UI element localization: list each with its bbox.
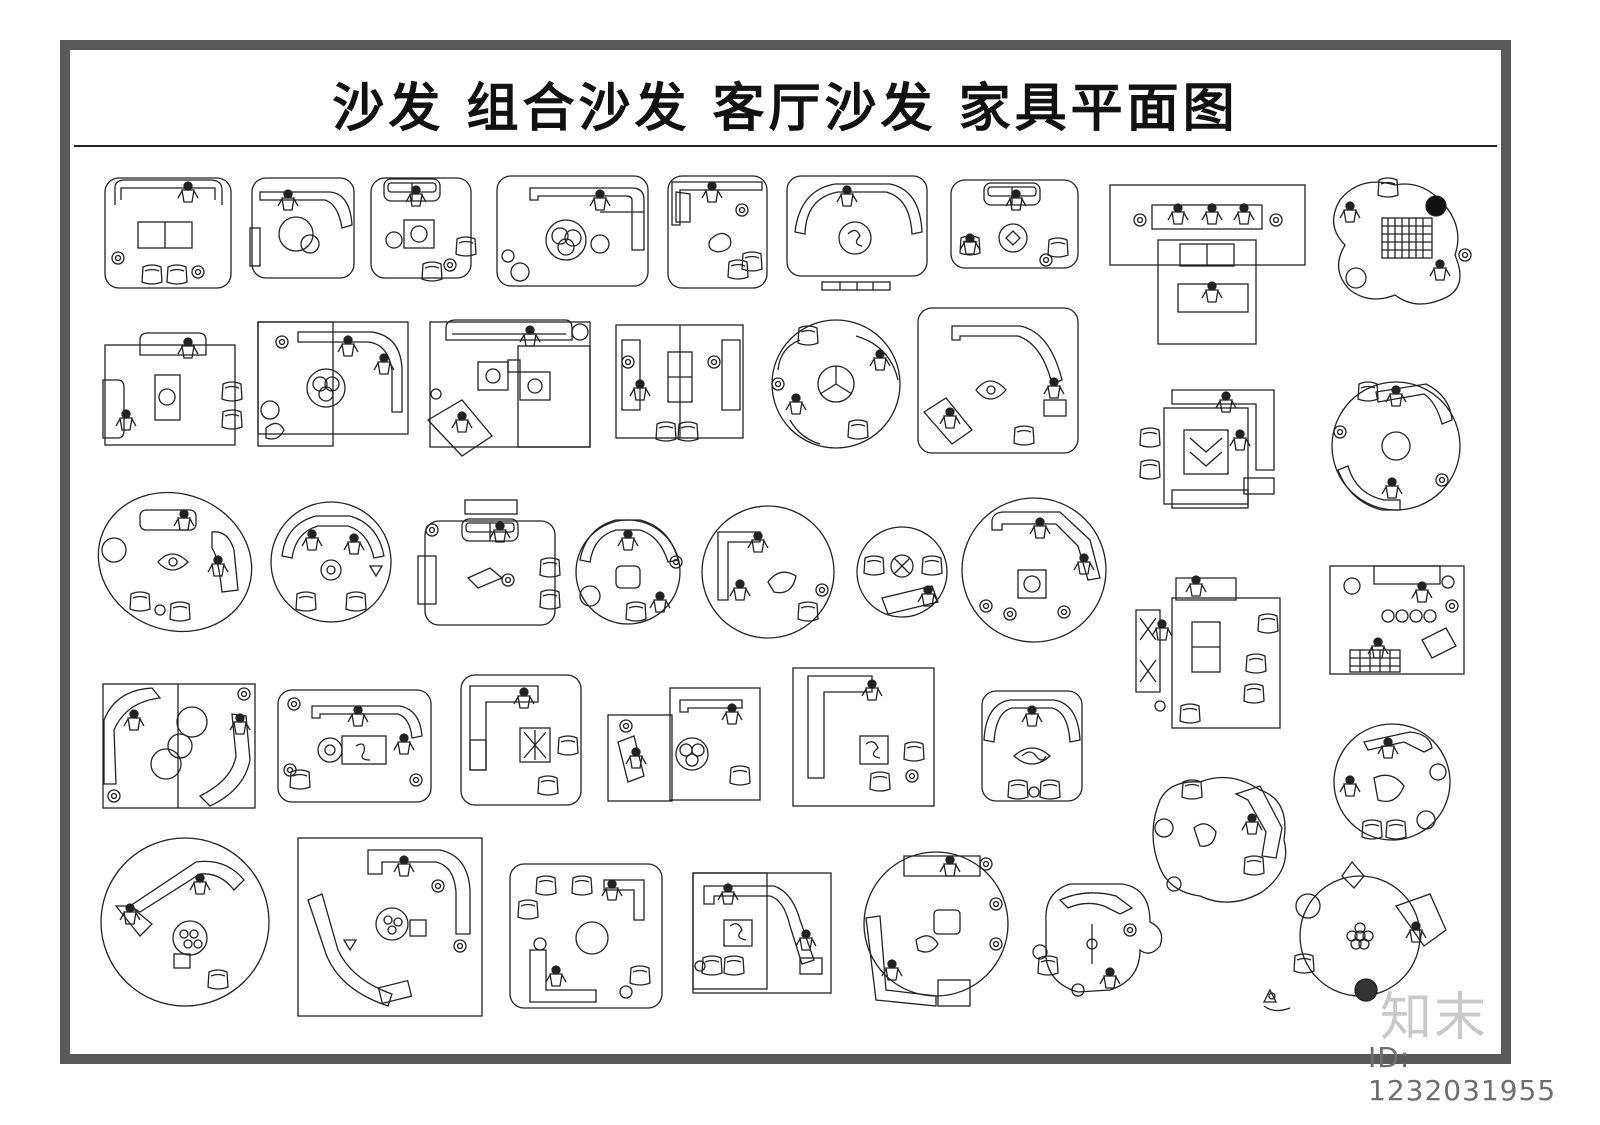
sofa-set-9 — [1333, 177, 1472, 305]
rocking-chair-icon — [1262, 988, 1291, 1012]
brand-watermark: 知末 — [1380, 988, 1489, 1048]
sofa-set-1 — [104, 177, 232, 289]
image-id-label: ID: 1232031955 — [1368, 1041, 1600, 1107]
sofa-set-27 — [102, 683, 256, 809]
sofa-set-13 — [615, 324, 744, 442]
sofa-set-17 — [1331, 381, 1461, 511]
sofa-set-24 — [961, 497, 1107, 643]
sofa-set-19 — [270, 501, 392, 623]
sofa-set-18 — [97, 491, 253, 633]
title-bar: 沙发 组合沙发 客厅沙发 家具平面图 — [74, 50, 1497, 147]
sofa-set-2 — [249, 177, 355, 279]
id-number: 1232031955 — [1368, 1074, 1557, 1107]
sofa-set-32 — [981, 690, 1083, 802]
sofa-set-10 — [102, 332, 243, 446]
sofa-set-38 — [692, 872, 832, 994]
sofa-set-22 — [701, 505, 835, 639]
sofa-set-6 — [786, 175, 928, 291]
sofa-set-25 — [1135, 575, 1281, 729]
sofa-set-40 — [1032, 883, 1163, 997]
sofa-set-33 — [1152, 776, 1287, 903]
sofa-set-7 — [950, 179, 1079, 269]
sofa-set-15 — [917, 307, 1079, 454]
sofa-set-23 — [856, 526, 948, 618]
sofa-set-4 — [496, 175, 649, 287]
sofa-set-30 — [607, 687, 761, 802]
sofa-set-34 — [1333, 723, 1451, 841]
sofa-set-39 — [863, 851, 1009, 1007]
sofa-set-14 — [771, 319, 901, 449]
sofa-set-16 — [1139, 389, 1275, 509]
sofa-set-11 — [257, 321, 409, 447]
sofa-set-8 — [1109, 184, 1306, 345]
sofa-set-26 — [1329, 565, 1465, 675]
sofa-set-31 — [792, 667, 935, 807]
id-prefix: ID: — [1368, 1041, 1411, 1074]
sheet-title: 沙发 组合沙发 客厅沙发 家具平面图 — [332, 79, 1239, 139]
sofa-set-36 — [297, 837, 483, 1017]
sofa-set-41 — [1293, 860, 1447, 1002]
sofa-set-12 — [426, 319, 591, 457]
sofa-set-37 — [509, 863, 663, 1009]
sofa-set-5 — [667, 175, 768, 289]
sofa-set-20 — [417, 499, 561, 626]
sofa-set-35 — [100, 837, 270, 1007]
sofa-set-3 — [370, 177, 477, 282]
sofa-set-29 — [460, 674, 582, 806]
sofa-set-21 — [575, 519, 683, 625]
sofa-set-28 — [277, 689, 432, 803]
